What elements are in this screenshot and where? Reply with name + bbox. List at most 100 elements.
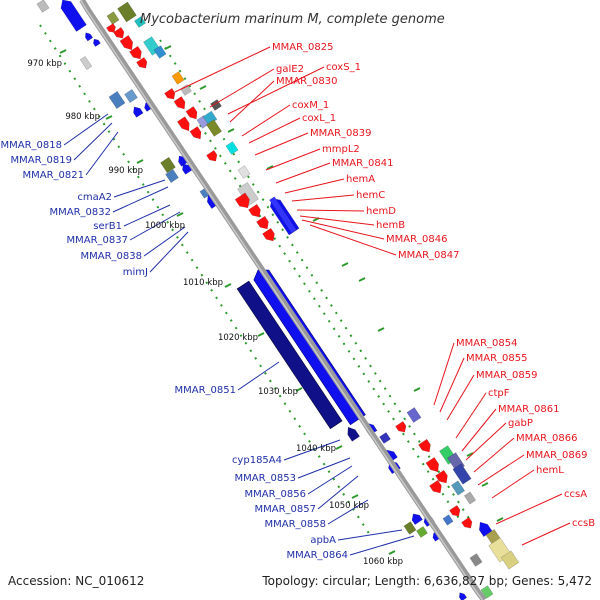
gene-label: MMAR_0846 [386,234,448,245]
gene-label: serB1 [93,221,122,232]
gene-feature-forward [173,96,186,110]
tick-label: 970 kbp [27,59,62,69]
gene-label: ccsB [572,518,595,529]
gene-feature-other [406,407,422,423]
gene-feature-forward [136,56,148,69]
gene-label: MMAR_0861 [498,404,560,415]
callout-line [439,357,465,413]
callout-line [112,186,169,213]
tick-mark [199,85,207,90]
callout-line [433,342,455,406]
tick-mark [351,494,359,499]
gene-feature-other [442,514,454,526]
gene-feature-other [379,432,391,444]
tick-mark [59,49,67,54]
tick-mark [335,445,343,450]
tick-label: 1040 kbp [296,444,336,454]
gene-feature-forward [189,126,202,140]
gene-label: MMAR_0841 [332,158,394,169]
callout-line [85,131,119,176]
callout-line [237,361,280,391]
callout-line [317,475,359,510]
gene-feature-other [36,0,50,13]
gene-feature-reverse [133,106,144,118]
tick-ring-dots [39,24,504,555]
gene-feature-reverse [347,426,360,442]
callout-line [349,535,415,556]
callout-line [227,66,325,115]
gene-label: mimJ [123,267,148,278]
callout-line [495,493,563,525]
tick-mark [176,212,184,217]
backbone-line [79,0,487,600]
gene-feature-other [237,165,251,179]
callout-line [521,522,571,546]
tick-label: 1020 kbp [218,333,258,343]
gene-feature-other [480,585,494,599]
gene-feature-other [463,491,477,505]
gene-feature-other [180,84,192,96]
callout-line [229,80,275,123]
tick-mark [257,332,265,337]
gene-feature-forward [435,469,448,484]
gene-feature-forward [119,35,133,51]
gene-label: MMAR_0832 [50,207,112,218]
gene-feature-reverse [85,32,94,42]
callout-line [337,529,403,541]
gene-label: mmpL2 [322,144,360,155]
tick-label: 990 kbp [108,166,143,176]
gene-feature-reverse [236,280,343,430]
callout-line [296,209,365,212]
tick-mark [466,452,474,457]
genome-summary: Topology: circular; Length: 6,636,827 bp… [261,574,592,588]
gene-label: MMAR_0856 [245,489,307,500]
callout-line [299,215,375,226]
callout-line [275,162,331,184]
gene-feature-forward [256,215,269,230]
gene-feature-other [160,156,176,174]
gene-feature-reverse [93,38,101,47]
gene-feature-other [237,182,259,206]
callout-line [209,68,275,108]
callout-line [143,226,186,257]
gene-label: coxS_1 [326,62,361,73]
callout-line [461,408,497,452]
gene-label: MMAR_0838 [81,251,143,262]
gene-feature-forward [262,227,275,242]
gene-feature-forward [395,420,407,433]
gene-label: MMAR_0825 [272,42,334,53]
gene-feature-reverse [459,592,468,600]
gene-feature-other [403,521,417,535]
tick-mark [295,387,303,392]
tick-mark [388,550,396,555]
callout-line [307,465,353,495]
gene-label: MMAR_0858 [265,519,327,530]
gene-feature-forward [206,149,218,162]
gene-label: MMAR_0819 [11,155,73,166]
gene-feature-forward [234,192,250,209]
callout-line [283,439,341,461]
gene-feature-other [108,91,126,109]
callout-line [149,231,189,273]
callout-line [113,179,166,198]
callout-line [284,178,345,194]
callout-line [327,499,369,525]
gene-feature-other [206,119,222,137]
gene-feature-other [153,45,167,59]
gene-label: MMAR_0859 [476,370,538,381]
gene-feature-other [124,88,138,104]
gene-label: hemB [376,220,405,231]
gene-label: gabP [508,418,533,429]
tick-label: 1060 kbp [363,557,403,567]
gene-feature-reverse [60,0,87,32]
tick-mark [481,482,489,487]
gene-label: hemL [536,465,564,476]
gene-feature-reverse [479,521,493,537]
gene-feature-other [117,1,137,23]
gene-feature-forward [185,106,198,120]
gene-label: cyp185A4 [232,455,282,466]
callout-line [473,437,515,473]
